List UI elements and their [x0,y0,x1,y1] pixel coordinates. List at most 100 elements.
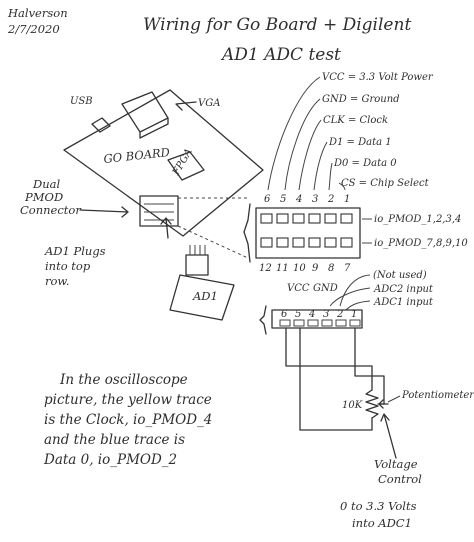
bottom-pin-number: 12 [259,263,272,274]
dual-pmod-connector: 6 5 4 3 2 1 12 11 10 9 8 7 io_PMOD_1,2,3… [243,194,468,274]
vga-connector [121,91,169,133]
vcc-wire [285,327,373,391]
ad1-label: AD1 [192,289,218,303]
fpga-label: FPGA [170,147,194,178]
ad1-pin-number: 4 [308,309,315,320]
bottom-pin-number: 7 [344,263,351,274]
fpga-chip [167,151,205,181]
range-line-2: into ADC1 [352,516,412,530]
bottom-pin-number: 8 [328,263,334,274]
adc2-leader [329,287,371,307]
bottom-pin-hole [276,237,289,248]
not-used-leader [339,274,371,307]
dual-pmod-bottom-pins [260,237,353,248]
bottom-pin-hole [324,237,337,248]
go-board: USB VGA GO BOARD FPGA [63,89,264,259]
pmod-connector-on-board [139,195,179,227]
bottom-row-label: io_PMOD_7,8,9,10 [374,238,468,249]
signal-cs-label: CS = Chip Select [341,178,430,189]
usb-label: USB [70,96,93,107]
go-board-outline [63,89,264,237]
pot-wiring: 10K Potentiometer [285,327,474,431]
signal-clk-label: CLK = Clock [323,115,388,126]
vga-connector-side [139,117,169,139]
top-pin-hole [324,213,337,224]
bottom-pin-number: 9 [312,263,319,274]
title-line-1: Wiring for Go Board + Digilent [143,15,411,35]
pmod-label-line-3: Connector [20,203,82,217]
ad1-header-large: (Not used) ADC2 input ADC1 input VCC GND… [259,270,434,335]
signal-d0-label: D0 = Data 0 [333,158,397,169]
ad1-plug-arrow [160,217,172,239]
pmod-label-line-1: Dual [32,177,60,191]
top-pin-hole [260,213,273,224]
vcc-leader [267,76,321,191]
top-row-label: io_PMOD_1,2,3,4 [374,214,461,225]
clk-leader [298,119,322,191]
top-pin-hole [340,213,353,224]
ad1-header-pins [279,319,361,327]
pmod-connector-pins [144,203,174,221]
pot-name-label: Potentiometer [401,390,474,401]
ad1-header-bracket [259,305,267,335]
potentiometer-wiper [378,399,389,409]
voltage-control-line-1: Voltage [374,457,418,471]
usb-connector [91,117,111,133]
vga-label: VGA [198,98,220,109]
top-pin-number: 4 [295,194,302,205]
ad1-pin-number: 6 [281,309,288,320]
author-date: 2/7/2020 [7,22,60,36]
author-name: Halverson [7,6,68,20]
not-used-label: (Not used) [373,270,427,281]
d0-leader [328,162,333,191]
dual-pmod-bracket [243,203,251,263]
ad1-pin-number: 2 [336,309,343,320]
adc2-input-label: ADC2 input [373,284,434,295]
top-pin-number: 1 [344,194,350,205]
top-pin-hole [276,213,289,224]
pmod-label-arrow [79,206,129,218]
voltage-control-arrow [380,413,397,459]
gnd-wire [299,327,373,431]
gnd-pin-label: GND [313,283,338,294]
board-label: GO BOARD [103,145,171,166]
vga-arrow [175,101,197,111]
ad1-plug-line-2: into top [45,259,91,273]
ad1-plug-pins [189,245,206,255]
top-pin-hole [292,213,305,224]
potentiometer-resistor [365,389,379,419]
signal-labels: VCC = 3.3 Volt Power GND = Ground CLK = … [267,72,434,191]
ad1-plug-header [185,254,209,276]
dual-pmod-outline [255,207,361,259]
range-line-1: 0 to 3.3 Volts [340,499,417,513]
note-line-3: is the Clock, io_PMOD_4 [44,412,212,428]
ad1-header-outline [271,309,363,329]
top-pin-hole [308,213,321,224]
ad1-pin-number: 5 [295,309,301,320]
voltage-control-line-2: Control [378,472,422,486]
bottom-pin-hole [292,237,305,248]
oscilloscope-note: In the oscilloscope picture, the yellow … [43,372,212,468]
ad1-board-outline [169,274,235,321]
bottom-pin-number: 11 [276,263,289,274]
adc1-leader [345,300,371,311]
note-line-5: Data 0, io_PMOD_2 [43,452,177,468]
bottom-pin-hole [260,237,273,248]
pot-name-leader [387,395,401,403]
ad1-pin-number: 3 [323,309,329,320]
pot-value-label: 10K [342,400,363,411]
title-line-2: AD1 ADC test [220,45,341,65]
top-pin-number: 5 [280,194,286,205]
bottom-pin-hole [340,237,353,248]
signal-vcc-label: VCC = 3.3 Volt Power [322,72,434,83]
ad1-module-plug: AD1 [160,217,235,321]
ad1-pin-number: 1 [351,309,357,320]
d1-leader [313,141,328,191]
signal-d1-label: D1 = Data 1 [328,137,392,148]
ad1-plug-line-1: AD1 Plugs [44,244,106,258]
note-line-1: In the oscilloscope [59,372,188,388]
bottom-pin-hole [308,237,321,248]
note-line-4: and the blue trace is [44,432,185,448]
cs-leader [338,182,346,191]
